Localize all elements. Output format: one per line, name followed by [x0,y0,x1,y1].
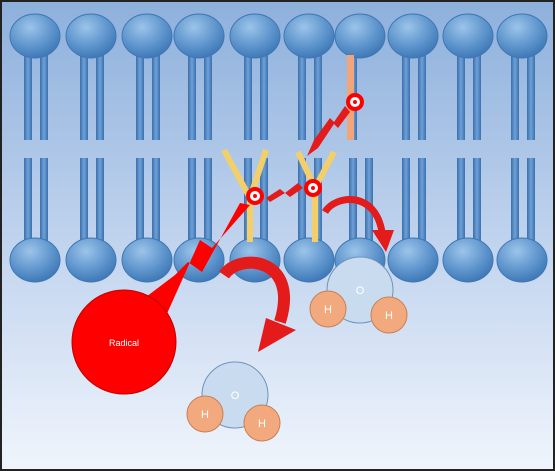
curved-arrow-icon [321,196,394,252]
lipid-tail [457,158,465,250]
lightning-bolt-icon [266,183,303,202]
lipid-head [283,13,335,59]
top-leaflet-heads [9,13,548,59]
lipid-tail [349,158,357,250]
lipid-head [65,13,117,59]
water-molecule-lower: O H H [186,361,281,442]
lipid-tail [24,52,32,140]
hydrogen-label: H [385,310,393,322]
lipid-tail [204,158,212,250]
oxygen-label: O [356,285,365,297]
hydrogen-atom [186,395,224,433]
lipid-head [65,237,117,283]
radical-dot-icon [246,187,264,205]
water-molecule-upper: O H H [309,256,408,334]
lipid-tail [473,52,481,140]
lipid-tail [136,158,144,250]
lipid-tail [96,158,104,250]
lipid-tail [244,52,252,140]
lipid-tail [402,52,410,140]
radical-dot-icon [346,93,364,111]
lipid-tail [80,158,88,250]
lipid-tail [298,52,306,140]
lipid-tail [418,158,426,250]
lipid-tail [314,52,322,140]
lipid-tail [511,158,519,250]
lipid-tail [204,52,212,140]
radical-molecule [71,289,177,395]
lipid-head [496,13,548,59]
lipid-tail [188,158,196,250]
lipid-tail [40,52,48,140]
lipid-tail [260,52,268,140]
lipid-head [283,237,335,283]
lipid-head [173,13,225,59]
lipid-tail [80,52,88,140]
lipid-tail [527,52,535,140]
lipid-tail [298,158,306,250]
hydrogen-atom [243,404,281,442]
lipid-tail [96,52,104,140]
lipid-tail [260,158,268,250]
lipid-head [9,13,61,59]
lipid-head [121,13,173,59]
lightning-bolt-icon [307,106,350,156]
lipid-tail [152,52,160,140]
radical-label: Radical [109,338,139,348]
lipid-head [9,237,61,283]
oxygen-label: O [231,390,240,402]
lipid-head [387,237,439,283]
lipid-tail [473,158,481,250]
lipid-tail [24,158,32,250]
lightning-bolt-icon [142,203,250,318]
lipid-tail [152,158,160,250]
lipid-head [496,237,548,283]
lipid-head [442,237,494,283]
curved-arrow-icon [219,256,296,352]
hydrogen-label: H [324,304,332,316]
radical-dot-icon [304,179,322,197]
hydrogen-label: H [258,418,266,430]
lipid-tail [188,52,196,140]
lipid-tail [402,158,410,250]
lipid-tail [457,52,465,140]
lipid-head [387,13,439,59]
lipid-tail [511,52,519,140]
hydrogen-atom [370,296,408,334]
lipid-tail [418,52,426,140]
lipid-tail [527,158,535,250]
lipid-head [121,237,173,283]
lipid-head [442,13,494,59]
lipid-head [229,13,281,59]
lipid-tail [136,52,144,140]
lipid-tail [40,158,48,250]
lipid-head [334,13,386,59]
hydrogen-label: H [201,409,209,421]
hydrogen-atom [309,290,347,328]
